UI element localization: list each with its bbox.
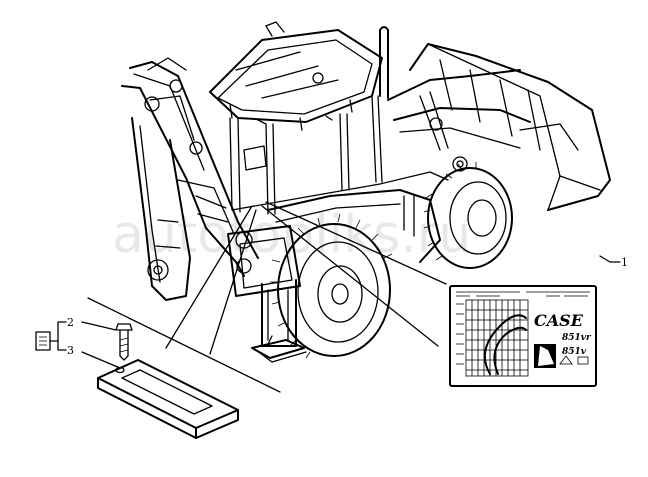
- callout-number-1: 1: [621, 256, 628, 269]
- load-chart-decal: CASE 851vr 851v: [449, 285, 597, 387]
- cab-roof: [209, 21, 383, 131]
- backhoe-loader-drawing: [121, 21, 611, 363]
- exhaust-stack: [379, 26, 389, 99]
- small-parts: 2 3: [35, 316, 239, 439]
- stabilizer-frame: [227, 225, 307, 363]
- decal-model-1: 851vr: [562, 333, 592, 343]
- callout-number-3: 3: [67, 344, 74, 357]
- decal-model-2: 851v: [562, 347, 587, 357]
- plate-part: [81, 351, 239, 439]
- callout-leader-lines: [87, 201, 621, 393]
- decal-brand-logo: CASE: [534, 311, 584, 330]
- cab-frame: [229, 95, 383, 215]
- backhoe-boom: [121, 57, 259, 301]
- front-wheel: [423, 162, 513, 269]
- front-loader: [387, 43, 611, 211]
- callout-number-2: 2: [67, 316, 74, 329]
- bolt-part: [81, 321, 133, 361]
- chassis: [267, 171, 449, 263]
